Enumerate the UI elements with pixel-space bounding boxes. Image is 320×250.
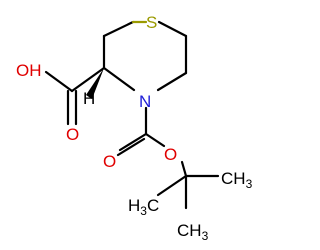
bond-s-c6: [157, 20, 188, 38]
sulfur-label: S: [146, 13, 157, 32]
methyl-left-h: H: [128, 196, 140, 215]
bond-oester-ctert: [180, 160, 188, 178]
bond-c3-n: [102, 66, 136, 92]
methyl-right-sub: 3: [202, 229, 209, 243]
methyl-top-right-label: CH3: [221, 169, 253, 191]
methyl-left-label: H3C: [128, 196, 159, 218]
boc-carbonyl-o-label: O: [103, 152, 116, 171]
methyl-top-right-c: C: [221, 169, 233, 188]
nitrogen-label: N: [139, 92, 151, 111]
methyl-left-sub: 3: [140, 204, 147, 218]
ester-o-label: O: [164, 145, 177, 164]
bond-ctert-me1: [156, 174, 188, 197]
methyl-top-right-sub: 3: [246, 177, 253, 191]
molecule-diagram: S N OH O O O H H3C CH3 CH3: [16, 13, 253, 243]
hydroxyl-label: OH: [16, 61, 42, 80]
acid-carbonyl-o-label: O: [66, 125, 79, 144]
bond-c-oester: [144, 132, 166, 148]
bond-c3-cooh: [70, 66, 106, 93]
structure-svg: S N OH O O O H H3C CH3 CH3: [16, 13, 253, 243]
bond-c5-n: [156, 71, 188, 92]
bond-c2-s1: [102, 20, 135, 38]
bond-c-oh: [44, 70, 74, 93]
methyl-right-h: H: [189, 221, 201, 240]
stereo-h-label: H: [83, 89, 95, 108]
methyl-top-right-h: H: [233, 169, 245, 188]
methyl-right-label: CH3: [177, 221, 209, 243]
bond-c-o-double-c: [118, 132, 148, 152]
stereo-wedge: [86, 68, 104, 99]
methyl-left-c: C: [147, 196, 159, 215]
methyl-right-c: C: [177, 221, 189, 240]
bond-c-o-double-d: [116, 137, 146, 157]
